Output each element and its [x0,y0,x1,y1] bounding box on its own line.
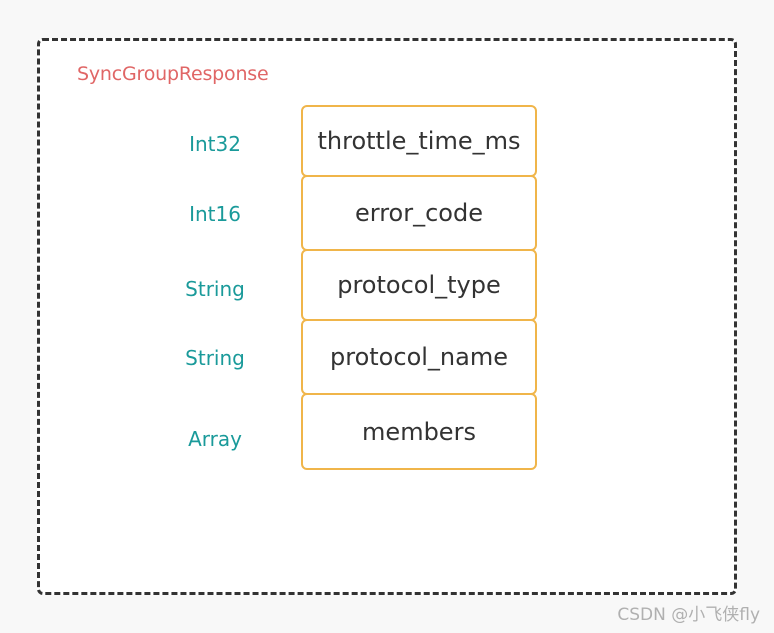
watermark: CSDN @小飞侠fly [617,605,760,625]
field-box-throttle-time-ms: throttle_time_ms [301,105,537,177]
field-type-label: String [185,277,245,301]
field-type-label: Int32 [189,132,241,156]
field-type-label: Int16 [189,202,241,226]
field-type-label: Array [188,427,242,451]
field-box-protocol-name: protocol_name [301,319,537,395]
diagram-title: SyncGroupResponse [77,63,269,85]
field-box-protocol-type: protocol_type [301,249,537,321]
field-type-label: String [185,346,245,370]
field-box-members: members [301,393,537,470]
field-box-error-code: error_code [301,175,537,251]
